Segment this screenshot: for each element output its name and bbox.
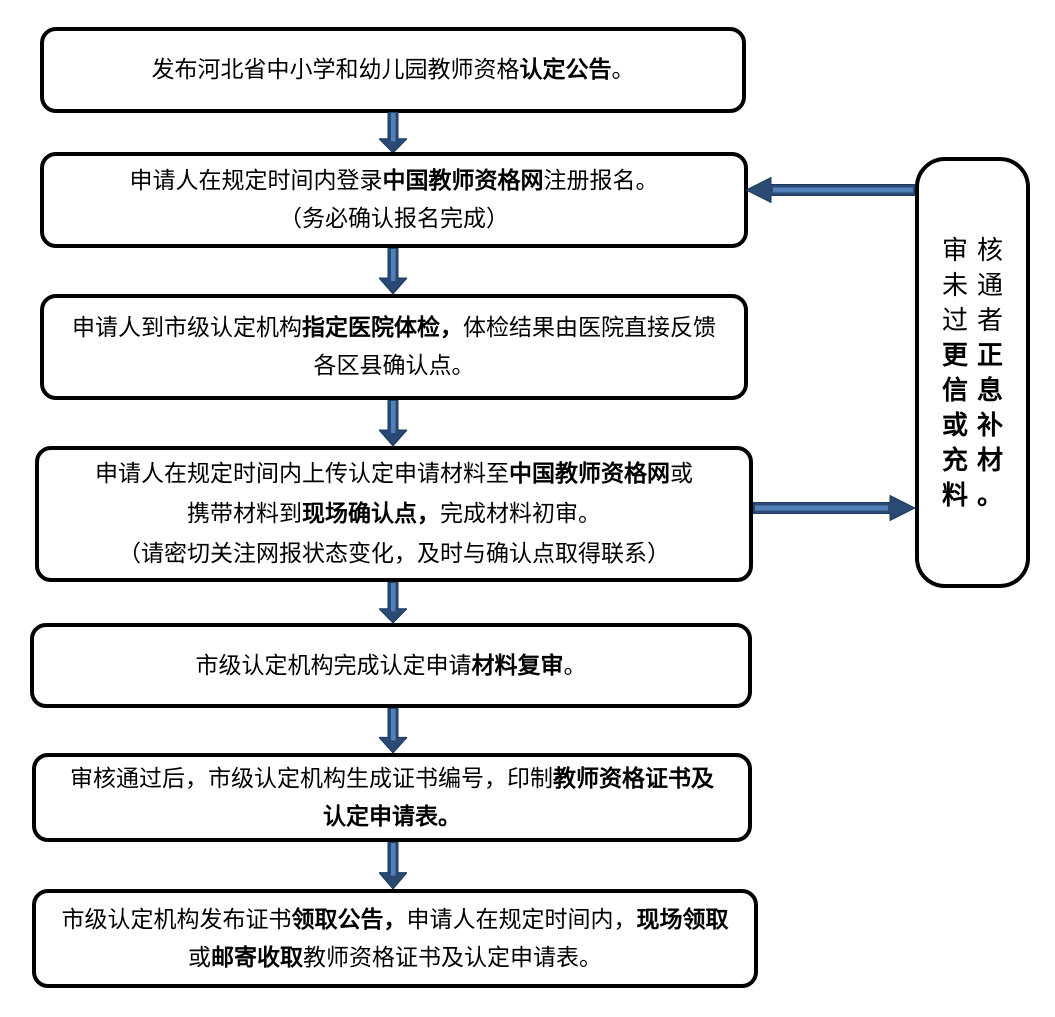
text-line: 充材 bbox=[941, 445, 1012, 475]
text-line: 审核通过后，市级认定机构生成证书编号，印制教师资格证书及 bbox=[70, 765, 714, 791]
flow-side-review-failed: 审核未通过者更正信息或补充材料。 bbox=[915, 157, 1030, 588]
text-line: 认定申请表。 bbox=[323, 803, 461, 829]
text-line: 市级认定机构完成认定申请材料复审。 bbox=[195, 652, 587, 678]
text-line: 申请人到市级认定机构指定医院体检，体检结果由医院直接反馈 bbox=[72, 315, 716, 340]
arrow-left-icon bbox=[746, 177, 915, 203]
text-line: 未通 bbox=[941, 270, 1012, 300]
text-line: 或补 bbox=[941, 410, 1012, 440]
arrow-down-icon bbox=[379, 112, 407, 153]
text-line: 各区县确认点。 bbox=[313, 353, 475, 378]
text-line: 信息 bbox=[941, 375, 1012, 405]
arrow-down-icon bbox=[379, 248, 407, 294]
flow-step-physical-exam: 申请人到市级认定机构指定医院体检，体检结果由医院直接反馈各区县确认点。 bbox=[40, 294, 748, 400]
text-line: （请密切关注网报状态变化，及时与确认点取得联系） bbox=[118, 541, 670, 566]
arrow-down-icon bbox=[379, 582, 407, 623]
text-line: 市级认定机构发布证书领取公告，申请人在规定时间内，现场领取 bbox=[61, 906, 729, 932]
text-line: 或邮寄收取教师资格证书及认定申请表。 bbox=[188, 944, 602, 970]
text-line: 料。 bbox=[941, 480, 1012, 510]
arrow-down-icon bbox=[379, 708, 407, 753]
flow-step-publish-announcement: 发布河北省中小学和幼儿园教师资格认定公告。 bbox=[40, 27, 746, 113]
flow-step-material-review: 市级认定机构完成认定申请材料复审。 bbox=[30, 623, 752, 708]
arrow-down-icon bbox=[379, 400, 407, 446]
text-line: 申请人在规定时间内上传认定申请材料至中国教师资格网或 bbox=[95, 461, 693, 486]
text-line: 发布河北省中小学和幼儿园教师资格认定公告。 bbox=[151, 57, 635, 82]
text-line: 申请人在规定时间内登录中国教师资格网注册报名。 bbox=[129, 168, 659, 193]
text-line: 审核 bbox=[941, 235, 1012, 265]
flow-step-submit-materials: 申请人在规定时间内上传认定申请材料至中国教师资格网或携带材料到现场确认点，完成材… bbox=[35, 446, 753, 582]
text-line: 携带材料到现场确认点，完成材料初审。 bbox=[187, 501, 601, 526]
flow-step-collect-certificate: 市级认定机构发布证书领取公告，申请人在规定时间内，现场领取或邮寄收取教师资格证书… bbox=[32, 889, 758, 988]
text-line: 过者 bbox=[941, 305, 1012, 335]
arrow-right-icon bbox=[753, 495, 915, 521]
flow-step-register-online: 申请人在规定时间内登录中国教师资格网注册报名。 （务必确认报名完成） bbox=[40, 152, 748, 248]
flow-step-print-certificate: 审核通过后，市级认定机构生成证书编号，印制教师资格证书及认定申请表。 bbox=[32, 753, 752, 842]
text-line: （务必确认报名完成） bbox=[279, 206, 509, 231]
text-line: 更正 bbox=[941, 340, 1012, 370]
arrow-down-icon bbox=[379, 842, 407, 889]
